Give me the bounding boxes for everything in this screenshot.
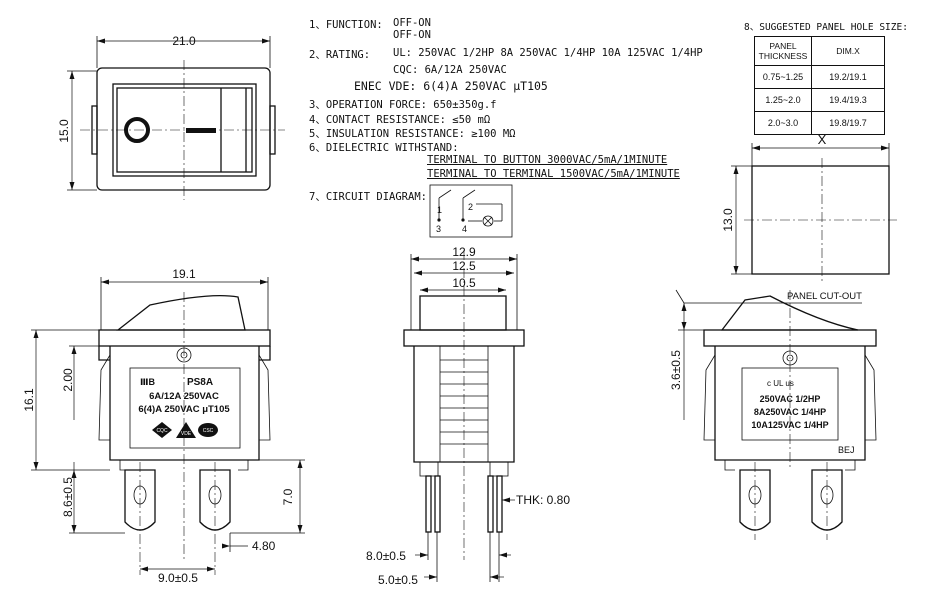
front-terminal-offset-label: 8.6±0.5: [61, 477, 75, 517]
front-terminal-pitch-label: 9.0±0.5: [158, 571, 198, 585]
on-symbol-icon: [186, 128, 216, 133]
back-label-line-2: 8A250VAC 1/4HP: [754, 407, 826, 417]
side-view: 12.9 12.5 10.5 THK: 0.80: [366, 245, 570, 587]
side-thickness-label: THK: 0.80: [516, 493, 570, 507]
top-width-label: 21.0: [172, 34, 196, 48]
table-row: 2.0~3.0 19.8/19.7: [754, 111, 885, 135]
front-view: 19.1 ⅢB PS8A 6A/12A 250VAC 6(4)A 250VAC …: [22, 267, 305, 585]
spec-rating-enec: ENEC VDE: 6(4)A 250VAC μT105: [354, 79, 548, 93]
back-offset-label: 3.6±0.5: [669, 350, 683, 390]
svg-text:VDE: VDE: [181, 431, 192, 437]
spec-insulation-resistance: 5、INSULATION RESISTANCE: ≥100 MΩ: [309, 128, 516, 140]
cell-thickness: 0.75~1.25: [754, 65, 812, 89]
spec-rating-label: 2、RATING:: [309, 49, 371, 61]
circuit-terminal-4: 4: [462, 224, 467, 234]
spec-rating-cqc: CQC: 6A/12A 250VAC: [393, 64, 507, 76]
front-label-line-2: 6(4)A 250VAC μT105: [138, 404, 230, 415]
cell-thickness: 2.0~3.0: [754, 111, 812, 135]
front-terminal-height-label: 7.0: [281, 488, 295, 505]
front-label-line-1: 6A/12A 250VAC: [149, 391, 219, 402]
header-dim-x: DIM.X: [811, 36, 885, 66]
table-row: 1.25~2.0 19.4/19.3: [754, 88, 885, 112]
front-label-logo-icon: ⅢB: [140, 377, 156, 387]
panel-cutout-label: PANEL CUT-OUT: [787, 291, 862, 302]
spec-function-value-2: OFF-ON: [393, 29, 431, 41]
side-width-mid: 12.5: [452, 259, 476, 273]
ul-mark-icon: c UL us: [767, 379, 794, 388]
front-offset-label: 2.00: [61, 368, 75, 392]
circuit-terminal-1: 1: [437, 205, 442, 215]
top-view: 21.0 15.0: [57, 34, 285, 200]
spec-dielectric-label: 6、DIELECTRIC WITHSTAND:: [309, 142, 459, 154]
panel-hole-height-label: 13.0: [721, 208, 735, 232]
csc-mark-icon: CSC: [198, 423, 218, 437]
back-maker-code: BEJ: [838, 445, 855, 455]
front-height-label: 16.1: [22, 388, 36, 412]
top-height-label: 15.0: [57, 119, 71, 143]
panel-hole-x-label: X: [818, 132, 827, 147]
spec-function-label: 1、FUNCTION:: [309, 19, 383, 31]
back-label-line-1: 250VAC 1/2HP: [760, 394, 821, 404]
svg-text:CSC: CSC: [203, 428, 214, 434]
vde-mark-icon: VDE: [176, 422, 196, 438]
panel-hole-drawing: X 13.0: [721, 132, 897, 282]
cell-thickness: 1.25~2.0: [754, 88, 812, 112]
front-label-brand: PS8A: [187, 377, 213, 388]
side-pitch-label-1: 8.0±0.5: [366, 549, 406, 563]
front-terminal-width-label: 4.80: [252, 539, 276, 553]
cqc-mark-icon: CQC: [152, 422, 172, 438]
spec-contact-resistance: 4、CONTACT RESISTANCE: ≤50 mΩ: [309, 114, 491, 126]
svg-text:CQC: CQC: [156, 428, 168, 434]
back-view: PANEL CUT-OUT c UL us 250VAC 1/2HP 8A250…: [669, 289, 877, 540]
spec-function-value-1: OFF-ON: [393, 17, 431, 29]
panel-hole-title: 8、SUGGESTED PANEL HOLE SIZE:: [744, 22, 908, 33]
circuit-diagram: 1 2 3 4: [429, 184, 513, 238]
back-label-line-3: 10A125VAC 1/4HP: [751, 420, 828, 430]
panel-hole-table: PANEL THICKNESS DIM.X 0.75~1.25 19.2/19.…: [754, 36, 885, 135]
cell-dim-x: 19.8/19.7: [811, 111, 885, 135]
spec-dielectric-line-2: TERMINAL TO TERMINAL 1500VAC/5mA/1MINUTE: [427, 168, 680, 180]
lamp-icon: [482, 215, 494, 227]
front-width-label: 19.1: [172, 267, 196, 281]
spec-rating-ul: UL: 250VAC 1/2HP 8A 250VAC 1/4HP 10A 125…: [393, 47, 703, 59]
spec-dielectric-line-1: TERMINAL TO BUTTON 3000VAC/5mA/1MINUTE: [427, 154, 668, 166]
spec-circuit-label: 7、CIRCUIT DIAGRAM:: [309, 191, 427, 203]
spec-operation-force: 3、OPERATION FORCE: 650±350g.f: [309, 99, 497, 111]
circuit-terminal-3: 3: [436, 224, 441, 234]
circuit-terminal-2: 2: [468, 202, 473, 212]
side-pitch-label-2: 5.0±0.5: [378, 573, 418, 587]
